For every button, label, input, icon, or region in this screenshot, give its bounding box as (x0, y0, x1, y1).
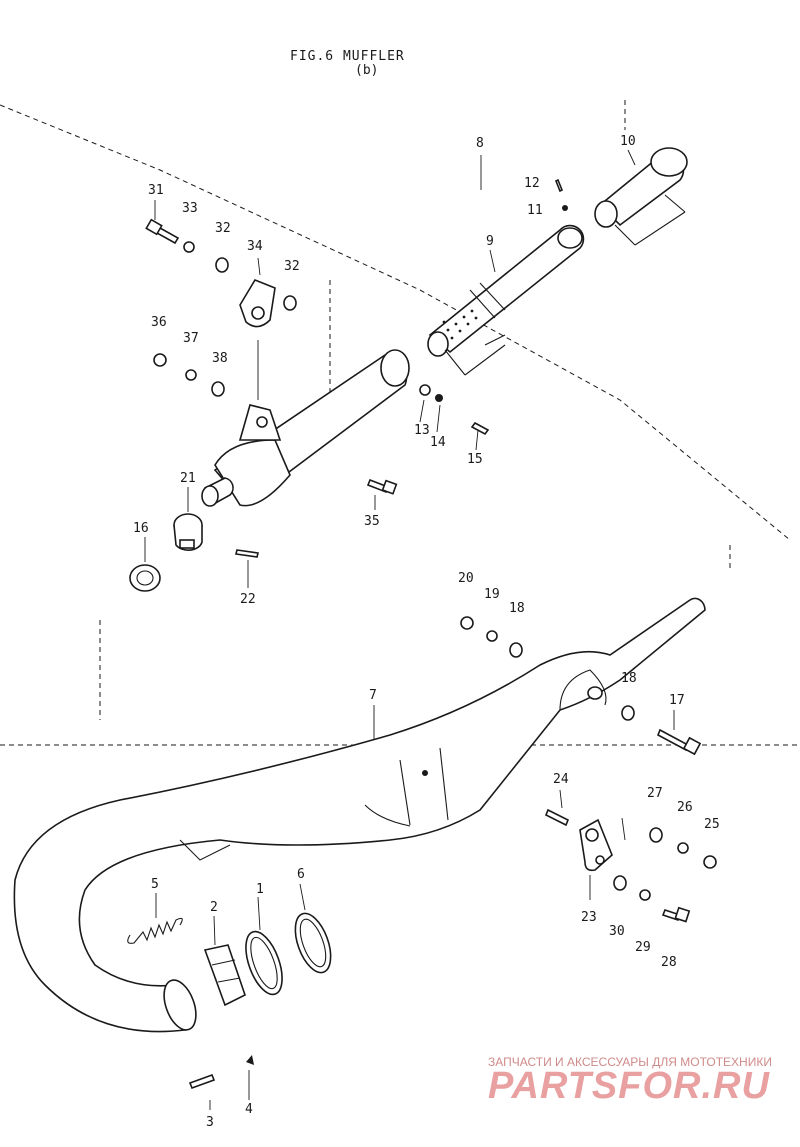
callout-labels: 1 2 3 4 5 6 7 8 9 10 11 12 13 14 15 16 1… (133, 134, 720, 1130)
callout-25: 25 (704, 817, 720, 832)
shield (203, 944, 246, 1007)
callout-37: 37 (183, 331, 199, 346)
watermark: ЗАПЧАСТИ И АКСЕССУАРЫ ДЛЯ МОТОТЕХНИКИ PA… (488, 1055, 772, 1107)
alignment-lines (0, 100, 800, 746)
watermark-brand: PARTSFOR.RU (488, 1065, 770, 1107)
callout-33: 33 (182, 201, 198, 216)
callout-30: 30 (609, 924, 625, 939)
leader-lines (144, 149, 675, 1110)
callout-24: 24 (553, 772, 569, 787)
ring-lower (245, 930, 283, 996)
callout-35: 35 (364, 514, 380, 529)
callout-6: 6 (297, 867, 305, 882)
callout-34: 34 (247, 239, 263, 254)
callout-1: 1 (256, 882, 264, 897)
callout-16: 16 (133, 521, 149, 536)
callout-19: 19 (484, 587, 500, 602)
callout-36: 36 (151, 315, 167, 330)
silencer-body (201, 349, 410, 507)
clamp (173, 513, 203, 551)
gasket-ring (129, 564, 161, 592)
callout-32a: 32 (215, 221, 231, 236)
callout-26: 26 (677, 800, 693, 815)
bolts (145, 178, 702, 1090)
callout-38: 38 (212, 351, 228, 366)
callout-28: 28 (661, 955, 677, 970)
expansion-chamber (13, 597, 706, 1033)
ring-6 (294, 912, 332, 974)
callout-8: 8 (476, 136, 484, 151)
callout-31: 31 (148, 183, 164, 198)
callout-18b: 18 (621, 671, 637, 686)
callout-27: 27 (647, 786, 663, 801)
figure-title: FIG.6 MUFFLER (290, 49, 405, 64)
callout-10: 10 (620, 134, 636, 149)
watermark-caption: ЗАПЧАСТИ И АКСЕССУАРЫ ДЛЯ МОТОТЕХНИКИ (488, 1055, 772, 1069)
callout-22: 22 (240, 592, 256, 607)
callout-14: 14 (430, 435, 446, 450)
callout-20: 20 (458, 571, 474, 586)
callout-3: 3 (206, 1115, 214, 1130)
callout-4: 4 (245, 1102, 253, 1117)
bracket-right (579, 818, 613, 872)
callout-11: 11 (527, 203, 543, 218)
figure-subtitle: (b) (355, 63, 378, 78)
callout-15: 15 (467, 452, 483, 467)
spring (127, 917, 183, 944)
callout-17: 17 (669, 693, 685, 708)
end-cap-tube (594, 147, 688, 246)
callout-13: 13 (414, 423, 430, 438)
callout-2: 2 (210, 900, 218, 915)
callout-23: 23 (581, 910, 597, 925)
silencer-insert (427, 224, 585, 376)
callout-32b: 32 (284, 259, 300, 274)
callout-9: 9 (486, 234, 494, 249)
callout-29: 29 (635, 940, 651, 955)
bracket (239, 279, 276, 328)
callout-21: 21 (180, 471, 196, 486)
callout-18a: 18 (509, 601, 525, 616)
callout-7: 7 (369, 688, 377, 703)
nuts-and-washers (153, 205, 717, 1065)
callout-12: 12 (524, 176, 540, 191)
callout-5: 5 (151, 877, 159, 892)
